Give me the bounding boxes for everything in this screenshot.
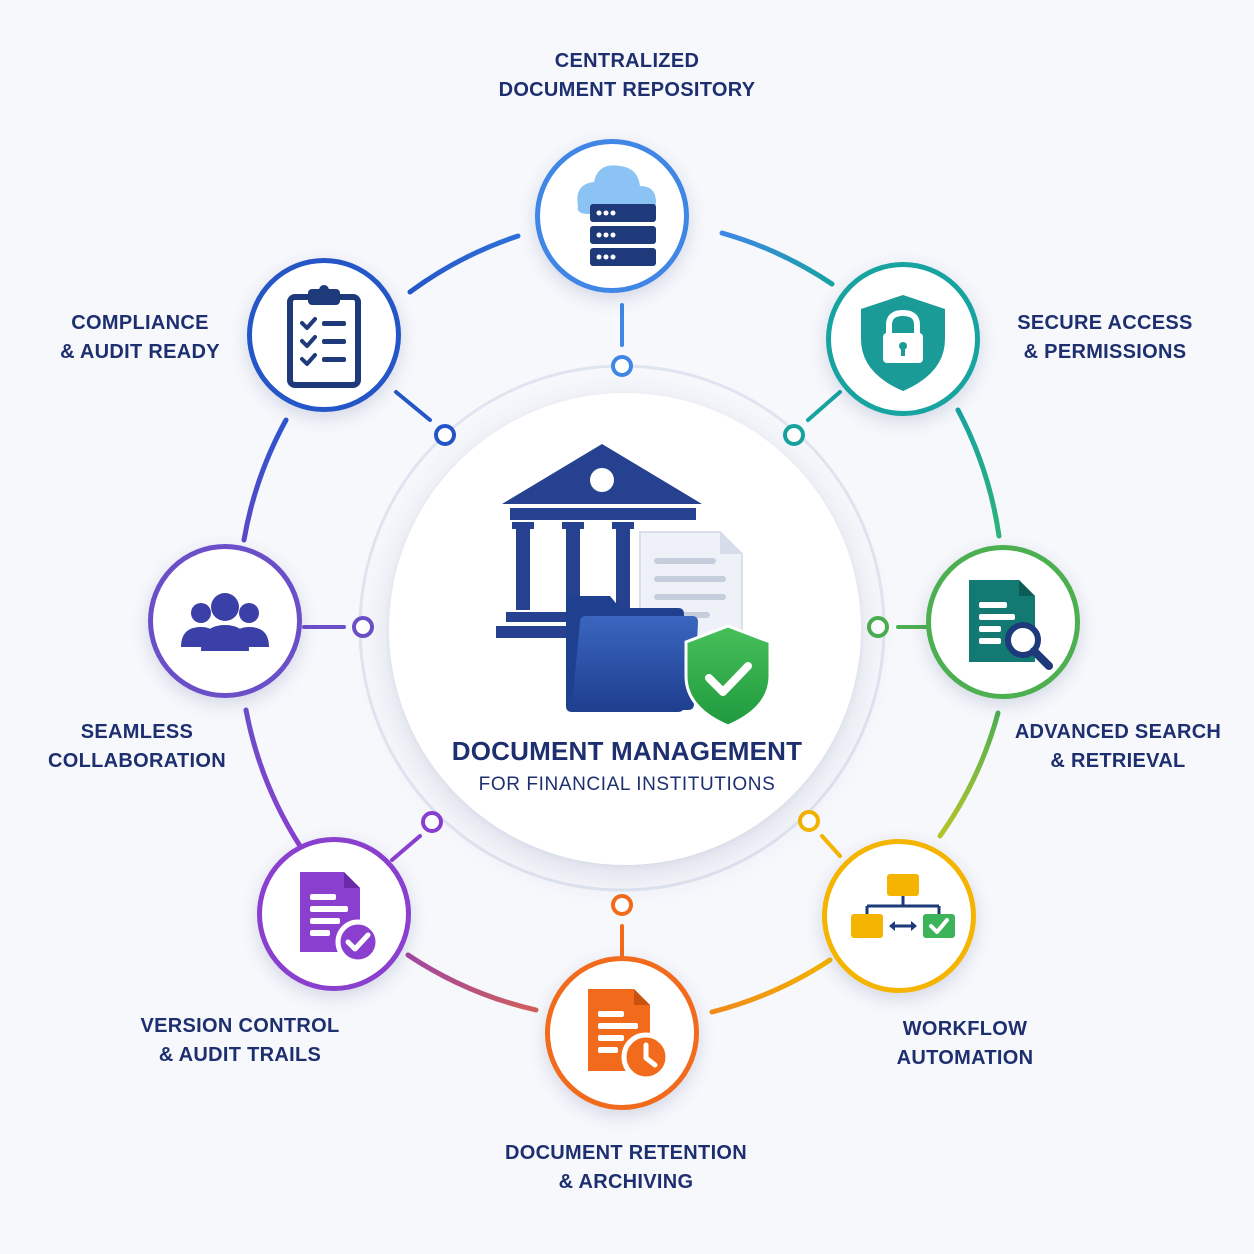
label-line: & AUDIT READY — [60, 341, 220, 363]
ring-arc-top-left — [407, 233, 521, 295]
ring-arc-left-lower — [243, 707, 303, 849]
bank-documents-icon — [496, 444, 772, 728]
node-version-control — [257, 837, 411, 991]
label-line: COMPLIANCE — [71, 312, 209, 334]
label-advanced-search: ADVANCED SEARCH & RETRIEVAL — [958, 718, 1254, 776]
node-document-retention — [545, 956, 699, 1110]
label-line: CENTRALIZED — [554, 50, 700, 72]
label-secure-access: SECURE ACCESS & PERMISSIONS — [945, 309, 1254, 367]
connector-dot — [611, 355, 633, 377]
connector-dot — [421, 811, 443, 833]
label-version-control: VERSION CONTROL & AUDIT TRAILS — [80, 1012, 400, 1070]
connector-dot — [434, 424, 456, 446]
connector-dot — [783, 424, 805, 446]
workflow-icon — [851, 874, 955, 938]
label-workflow-automation: WORKFLOW AUTOMATION — [805, 1015, 1125, 1073]
label-line: & PERMISSIONS — [1023, 341, 1187, 363]
document-check-icon — [300, 872, 381, 965]
label-centralized-repository: CENTRALIZED DOCUMENT REPOSITORY — [467, 47, 787, 105]
outer-ring — [241, 230, 1002, 1015]
document-search-icon — [969, 580, 1053, 670]
node-secure-access — [826, 262, 980, 416]
cloud-server-icon — [577, 165, 656, 266]
connector-dot — [867, 616, 889, 638]
ring-arc-right-lower — [937, 710, 1001, 839]
label-seamless-collaboration: SEAMLESS COLLABORATION — [0, 718, 297, 776]
center-title: DOCUMENT MANAGEMENT — [451, 736, 803, 766]
label-line: ADVANCED SEARCH — [1014, 721, 1222, 743]
node-seamless-collaboration — [148, 544, 302, 698]
document-clock-icon — [588, 989, 671, 1082]
label-line: DOCUMENT REPOSITORY — [498, 79, 756, 101]
label-line: & AUDIT TRAILS — [158, 1044, 322, 1066]
ring-arc-left-upper — [241, 417, 289, 543]
node-advanced-search — [926, 545, 1080, 699]
people-group-icon — [181, 593, 269, 651]
label-compliance-audit: COMPLIANCE & AUDIT READY — [0, 309, 300, 367]
label-line: & ARCHIVING — [558, 1171, 694, 1193]
label-line: WORKFLOW — [902, 1018, 1028, 1040]
connector-dot — [352, 616, 374, 638]
connectors — [302, 303, 930, 958]
ring-arc-bottom-left — [405, 952, 539, 1013]
connector-dot — [798, 810, 820, 832]
label-line: & RETRIEVAL — [1050, 750, 1186, 772]
connector-dot — [611, 894, 633, 916]
clipboard-checklist-icon — [287, 285, 361, 388]
node-workflow-automation — [822, 839, 976, 993]
node-compliance-audit — [247, 258, 401, 412]
ring-arc-right-upper — [955, 407, 1002, 539]
shield-lock-icon — [861, 295, 945, 391]
label-document-retention: DOCUMENT RETENTION & ARCHIVING — [466, 1139, 786, 1197]
label-line: VERSION CONTROL — [140, 1015, 340, 1037]
ring-arc-bottom-right — [709, 957, 833, 1015]
label-line: SEAMLESS — [80, 721, 194, 743]
node-centralized-repository — [535, 139, 689, 293]
center-subtitle: FOR FINANCIAL INSTITUTIONS — [478, 774, 776, 795]
label-line: SECURE ACCESS — [1017, 312, 1193, 334]
label-line: AUTOMATION — [896, 1047, 1034, 1069]
label-line: DOCUMENT RETENTION — [504, 1142, 748, 1164]
label-line: COLLABORATION — [48, 750, 226, 772]
ring-arc-top-right — [719, 230, 835, 287]
